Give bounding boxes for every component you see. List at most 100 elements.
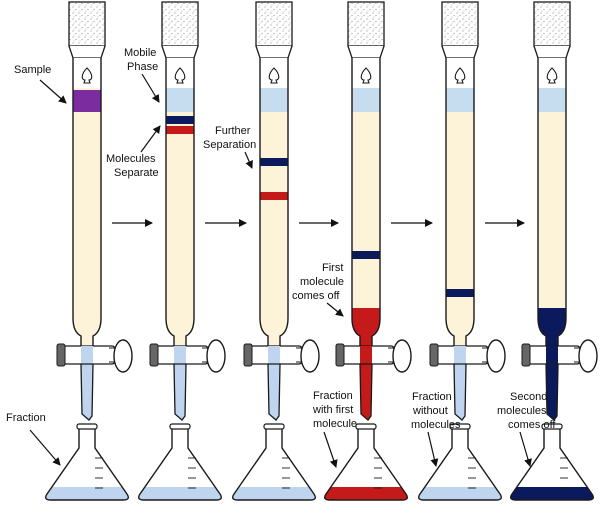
- stopcock-nut: [149, 343, 159, 367]
- flask-lip: [169, 423, 191, 430]
- flask-liquid: [418, 487, 502, 500]
- column-taper-fill: [166, 308, 194, 346]
- column-logo-icon: [174, 67, 186, 84]
- column-logo-icon: [546, 67, 558, 84]
- column-joint: [161, 1, 199, 47]
- column-outline: [165, 58, 195, 346]
- label-fraction: Fraction: [6, 412, 46, 424]
- mobile-phase: [260, 88, 288, 112]
- column-taper-fill: [446, 308, 474, 346]
- column-joint: [441, 1, 479, 47]
- pointer-mobile-phase: [141, 73, 160, 103]
- stopcock-handle: [486, 339, 506, 373]
- pointer-fraction-first: [323, 431, 338, 468]
- label-fraction-first-3: molecule: [313, 418, 357, 430]
- flask-liquid: [138, 487, 222, 500]
- column-step-6: [509, 1, 598, 501]
- stopcock-channel: [268, 346, 280, 364]
- column-stem: [173, 363, 187, 421]
- stopcock-channel: [174, 346, 186, 364]
- column-outline: [537, 58, 567, 346]
- stopcock-handle: [392, 339, 412, 373]
- column-outline: [445, 58, 475, 346]
- column-stem: [80, 363, 94, 421]
- navy-band: [352, 251, 380, 259]
- column-logo-icon: [360, 67, 372, 84]
- column-logo-icon: [454, 67, 466, 84]
- stopcock-channel: [546, 346, 558, 364]
- pointer-fraction-without: [427, 431, 439, 467]
- mobile-phase: [352, 88, 380, 112]
- label-fraction-first-1: Fraction: [313, 390, 353, 402]
- mobile-phase: [446, 88, 474, 112]
- flask: [417, 427, 503, 501]
- column-stem: [267, 363, 281, 421]
- column-logo-icon: [268, 67, 280, 84]
- column-outline: [259, 58, 289, 346]
- packing: [73, 88, 101, 318]
- label-further-separation-1: Further: [215, 125, 251, 137]
- stopcock-handle: [206, 339, 226, 373]
- stopcock-channel: [81, 346, 93, 364]
- stopcock-handle: [113, 339, 133, 373]
- flask-lip: [76, 423, 98, 430]
- column-joint: [533, 1, 571, 47]
- column-stem: [453, 363, 467, 421]
- column-taper-fill: [538, 308, 566, 346]
- column-taper-fill: [260, 308, 288, 346]
- label-first-off-1: First: [322, 262, 343, 274]
- pointer-molecules-separate: [140, 125, 161, 153]
- column-step-4: [323, 1, 412, 501]
- pointer-arrows: [29, 73, 532, 468]
- column-outline: [72, 58, 102, 346]
- flask-liquid: [45, 487, 129, 500]
- stopcock-nut: [56, 343, 66, 367]
- flask-lip: [449, 423, 471, 430]
- stopcock-channel: [454, 346, 466, 364]
- stopcock-nut: [429, 343, 439, 367]
- column-neck: [255, 45, 293, 59]
- mobile-phase: [538, 88, 566, 112]
- column-stem: [545, 363, 559, 421]
- label-second-off-1: Second: [510, 391, 547, 403]
- label-second-off-2: molecules: [497, 405, 547, 417]
- pointer-further-separation: [244, 151, 253, 169]
- flask: [44, 427, 130, 501]
- pointer-first-off: [326, 302, 344, 317]
- column-joint: [68, 1, 106, 47]
- stopcock-nut: [243, 343, 253, 367]
- column-neck: [347, 45, 385, 59]
- flask: [137, 427, 223, 501]
- flask: [509, 427, 595, 501]
- flask-lip: [263, 423, 285, 430]
- label-second-off-3: comes off: [508, 419, 556, 431]
- mobile-phase: [166, 88, 194, 112]
- flask: [231, 427, 317, 501]
- apparatus-layer: [44, 1, 598, 501]
- flask-lip: [541, 423, 563, 430]
- sample-band: [73, 90, 101, 112]
- packing: [260, 88, 288, 318]
- pointer-fraction: [29, 429, 61, 466]
- packing: [446, 88, 474, 318]
- label-first-off-2: molecule: [300, 276, 344, 288]
- red-band: [260, 192, 288, 200]
- packing: [538, 88, 566, 318]
- stopcock-channel: [360, 346, 372, 364]
- stopcock-nut: [521, 343, 531, 367]
- packing: [352, 88, 380, 318]
- pointer-second-off: [519, 431, 532, 467]
- column-neck: [68, 45, 106, 59]
- column-neck: [441, 45, 479, 59]
- stopcock-handle: [578, 339, 598, 373]
- column-step-1: [44, 1, 133, 501]
- column-step-5: [417, 1, 506, 501]
- column-joint: [255, 1, 293, 47]
- label-mobile-phase-2: Phase: [127, 61, 158, 73]
- pointer-sample: [39, 79, 67, 104]
- navy-band: [446, 289, 474, 297]
- column-neck: [161, 45, 199, 59]
- column-taper-fill: [73, 308, 101, 346]
- label-further-separation-2: Separation: [203, 139, 256, 151]
